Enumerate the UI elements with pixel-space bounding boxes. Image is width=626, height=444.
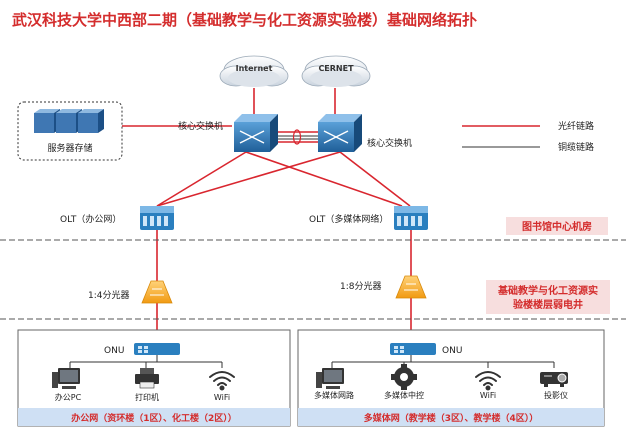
library-zone-label: 图书馆中心机房 xyxy=(506,217,608,235)
copper-links xyxy=(276,135,318,140)
printer-label: 打印机 xyxy=(135,392,159,402)
core-switch-right-label: 核心交换机 xyxy=(367,137,412,149)
switch-arrows-icon xyxy=(239,130,265,144)
splitter-left-label: 1:4分光器 xyxy=(88,289,130,301)
splitter-left xyxy=(141,280,173,304)
office-footer-label: 办公网（资环楼（1区）、化工楼（2区）） xyxy=(71,412,237,424)
internet-label: Internet xyxy=(236,64,273,73)
olt-media xyxy=(394,206,428,230)
multimedia-pc-icon xyxy=(316,368,344,389)
gear-icon xyxy=(391,364,417,390)
switch-arrows-icon xyxy=(323,130,349,144)
media-wifi-label: WiFi xyxy=(480,391,496,400)
server-storage: 服务器存储 xyxy=(17,101,123,161)
olt-office-label: OLT（办公网） xyxy=(60,213,121,225)
office-pc-label: 办公PC xyxy=(55,392,82,402)
printer-icon xyxy=(135,368,159,389)
office-lan-lines xyxy=(69,355,223,368)
internet-cloud: Internet xyxy=(219,55,289,87)
server-icon xyxy=(34,109,104,133)
media-net-label: 多媒体网路 xyxy=(314,390,354,400)
media-ctrl-label: 多媒体中控 xyxy=(384,390,424,400)
floor-zone-text-line2: 验楼楼层弱电井 xyxy=(513,298,583,311)
media-footer-label: 多媒体网（教学楼（3区）、教学楼（4区）） xyxy=(364,412,539,424)
core-switch-right xyxy=(318,114,362,152)
onu-media-label: ONU xyxy=(442,346,462,356)
olt-media-label: OLT（多媒体网络） xyxy=(309,213,388,225)
onu-office-label: ONU xyxy=(104,346,124,356)
office-wifi-label: WiFi xyxy=(214,393,230,402)
page-title: 武汉科技大学中西部二期（基础教学与化工资源实验楼）基础网络拓扑 xyxy=(12,11,477,29)
legend-copper-label: 铜缆链路 xyxy=(558,141,594,153)
splitter-right xyxy=(395,275,427,299)
projector-label: 投影仪 xyxy=(544,390,568,400)
core-switch-left-label: 核心交换机 xyxy=(178,120,223,132)
server-storage-label: 服务器存储 xyxy=(47,142,92,154)
legend: 光纤链路 铜缆链路 xyxy=(462,120,594,153)
onu-media xyxy=(390,343,436,355)
olt-office xyxy=(140,206,174,230)
legend-fiber-label: 光纤链路 xyxy=(558,120,594,132)
floor-zone-label: 基础教学与化工资源实 验楼楼层弱电井 xyxy=(486,280,610,314)
floor-zone-text-line1: 基础教学与化工资源实 xyxy=(497,284,598,297)
cernet-cloud: CERNET xyxy=(301,55,371,87)
library-zone-text: 图书馆中心机房 xyxy=(522,220,592,233)
projector-icon xyxy=(540,372,568,387)
splitter-right-label: 1:8分光器 xyxy=(340,280,382,292)
desktop-pc-icon xyxy=(52,368,80,389)
core-switch-left xyxy=(234,114,278,152)
onu-office xyxy=(134,343,180,355)
cernet-label: CERNET xyxy=(318,64,354,73)
wifi-icon xyxy=(475,371,501,391)
wifi-icon xyxy=(209,371,235,391)
link-aggregation-mark xyxy=(292,129,302,145)
